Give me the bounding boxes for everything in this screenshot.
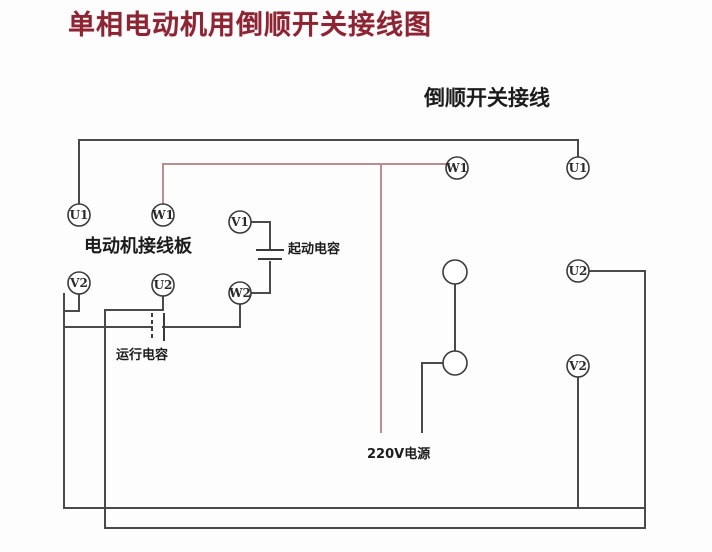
wire-motor-w1-to-switch-w1	[162, 163, 447, 205]
terminal-motor-v1[interactable]: V1	[228, 210, 252, 234]
page-title: 单相电动机用倒顺开关接线图	[68, 10, 432, 41]
motor-v2-circle	[67, 271, 91, 295]
switch-v2-circle	[566, 354, 590, 378]
wire-motor-v2-to-run-cap	[63, 293, 80, 312]
motor-u2-circle	[151, 273, 175, 297]
motor-v1-label: V1	[230, 215, 249, 229]
power-terminal-bottom-circle	[442, 350, 468, 376]
motor-u2-label: U2	[154, 278, 173, 292]
terminal-motor-v2[interactable]: V2	[67, 271, 91, 295]
terminal-switch-v2[interactable]: V2	[566, 354, 590, 378]
terminal-switch-u2[interactable]: U2	[566, 259, 590, 283]
motor-terminal-block-label: 电动机接线板	[84, 236, 192, 257]
switch-u2-label: U2	[569, 264, 588, 278]
run-capacitor-symbol	[151, 313, 165, 341]
wire-motor-u1-to-switch-u1	[78, 139, 579, 205]
terminal-switch-w1[interactable]: W1	[445, 156, 469, 180]
wire-motor-w2-to-cap-bottom	[250, 261, 271, 294]
motor-u1-label: U1	[70, 208, 89, 222]
wire-switch-u2-right-down	[588, 270, 646, 529]
motor-w2-label: W2	[228, 286, 251, 300]
power-terminal-top-circle	[442, 259, 468, 285]
motor-w1-circle	[151, 203, 175, 227]
power-supply-label: 220V电源	[367, 447, 431, 462]
wire-group	[63, 139, 646, 529]
motor-v2-label: V2	[69, 276, 88, 290]
switch-u2-circle	[566, 259, 590, 283]
wire-motor-v1-to-cap-top	[250, 221, 271, 250]
terminal-power-terminal-bottom[interactable]	[442, 350, 468, 376]
switch-w1-label: W1	[445, 161, 468, 175]
wire-motor-v2-branch	[63, 310, 153, 328]
switch-u1-circle	[566, 156, 590, 180]
switch-w1-circle	[445, 156, 469, 180]
wire-power-lead-left	[421, 362, 445, 433]
start-capacitor-label: 起动电容	[288, 242, 341, 257]
motor-w2-circle	[228, 281, 252, 305]
start-capacitor-symbol	[256, 249, 284, 260]
terminal-motor-w1[interactable]: W1	[151, 203, 175, 227]
switch-v2-label: V2	[568, 359, 587, 373]
terminal-motor-u1[interactable]: U1	[67, 203, 91, 227]
switch-u1-label: U1	[569, 161, 588, 175]
terminal-switch-u1[interactable]: U1	[566, 156, 590, 180]
run-capacitor-label: 运行电容	[116, 348, 169, 363]
switch-section-title: 倒顺开关接线	[424, 86, 550, 110]
terminal-power-terminal-top[interactable]	[442, 259, 468, 285]
motor-v1-circle	[228, 210, 252, 234]
motor-w1-label: W1	[151, 208, 174, 222]
wire-motor-w2-to-run-cap	[162, 303, 241, 328]
terminal-motor-w2[interactable]: W2	[228, 281, 252, 305]
terminal-motor-u2[interactable]: U2	[151, 273, 175, 297]
wire-motor-u2-drop	[104, 295, 164, 529]
motor-u1-circle	[67, 203, 91, 227]
